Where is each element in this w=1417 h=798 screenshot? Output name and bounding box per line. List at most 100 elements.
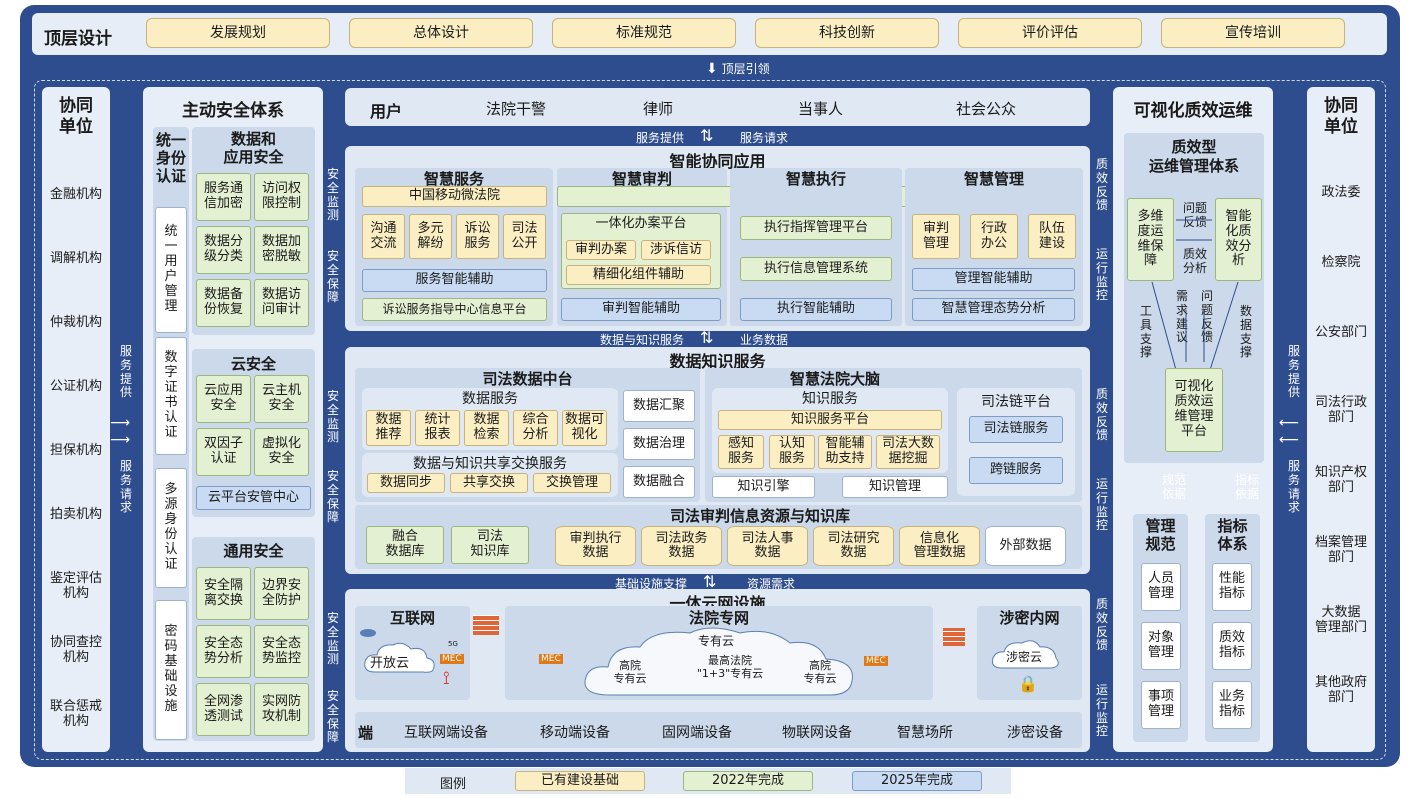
trial-platform-label: 一体化办案平台: [595, 216, 687, 231]
terminal-item: 固网端设备: [662, 725, 732, 741]
metrics-item: 业务 指标: [1212, 681, 1252, 729]
rules-item: 事项 管理: [1141, 681, 1181, 729]
metrics-item: 质效 指标: [1212, 622, 1252, 670]
side-left-monitor: 安 全 监 测: [326, 611, 339, 667]
cloud-item: 云主机 安全: [254, 375, 309, 423]
side-left-monitor: 安 全 监 测: [326, 389, 339, 445]
mgmt-analysis: 智慧管理态势分析: [912, 298, 1075, 321]
cloud-item: 双因子 认证: [196, 428, 251, 476]
library-data: 司法研究 数据: [813, 526, 894, 566]
side-right-feedback: 质 效 反 馈: [1095, 597, 1108, 653]
metrics-title: 指标 体系: [1217, 517, 1248, 553]
right-svc-request: 服 务 请 求: [1287, 459, 1300, 515]
side-right-ops: 运 行 监 控: [1095, 247, 1108, 303]
ops-title: 可视化质效运维: [1133, 101, 1253, 121]
general-item: 实网防 攻机制: [254, 683, 309, 736]
internet-title: 互联网: [389, 609, 435, 627]
flow3-left: 基础设施支撑: [615, 577, 688, 591]
left-arrow-left: ⟶: [110, 432, 131, 448]
exec-command: 执行指挥管理平台: [740, 216, 892, 240]
exec-title: 智慧执行: [785, 170, 846, 188]
data-side-item: 数据治理: [623, 428, 695, 460]
top-item: 标准规范: [552, 18, 736, 48]
legend-2022: 2022年完成: [683, 771, 813, 791]
share-title: 数据与知识共享交换服务: [413, 456, 567, 472]
side-right-feedback: 质 效 反 馈: [1095, 387, 1108, 443]
security-title: 主动安全体系: [182, 101, 284, 121]
users-band: [345, 88, 1090, 126]
coop-item: 金融机构: [49, 187, 102, 202]
cloud-security-center: 云平台安管中心: [196, 486, 311, 510]
coop-item: 大数据 管理部门: [1314, 605, 1367, 635]
main-dashed-region: [34, 80, 1386, 760]
service-item: 司法 公开: [503, 214, 546, 259]
data-svc-item: 数据 检索: [464, 410, 509, 446]
general-item: 安全态 势分析: [196, 625, 251, 678]
flow3-right: 资源需求: [747, 577, 796, 591]
brain-item: 认知 服务: [769, 435, 815, 469]
brain-title: 智慧法院大脑: [789, 370, 880, 388]
firewall-icon-1: [473, 615, 499, 635]
service-item: 多元 解纷: [409, 214, 452, 259]
ops-tool: 工 具 支 撑: [1139, 304, 1152, 360]
left-coop-panel: [42, 87, 110, 752]
mec-label-2: MEC: [539, 654, 563, 664]
coop-item: 协同查控 机构: [49, 635, 102, 665]
ops-basis1: 规范 依据: [1162, 473, 1187, 502]
ops-left-box: 多维 度运 维保 障: [1127, 198, 1174, 281]
ops-basis2: 指标 依据: [1235, 473, 1260, 502]
smart-service-title: 智慧服务: [423, 170, 484, 188]
flow2-left: 数据与知识服务: [600, 333, 685, 347]
brain-item: 司法大数 据挖掘: [876, 435, 940, 469]
data-side-item: 数据汇聚: [623, 390, 695, 422]
right-coop-title: 协同 单位: [1324, 96, 1358, 138]
ops-need: 需 求 建 议: [1175, 289, 1188, 345]
court-cloud-label: 最高法院 "1+3"专有云: [696, 654, 764, 680]
side-left-guard: 安 全 保 障: [326, 469, 339, 525]
terminal-box: [355, 712, 1082, 748]
data-app-title: 数据和 应用安全: [223, 130, 284, 166]
general-security-title: 通用安全: [223, 542, 284, 560]
coop-item: 联合惩戒 机构: [49, 699, 102, 729]
flow2-right: 业务数据: [740, 333, 789, 347]
side-left-guard: 安 全 保 障: [326, 249, 339, 305]
coop-item: 拍卖机构: [49, 507, 102, 522]
ks-title: 知识服务: [802, 391, 858, 407]
open-cloud-shape: [364, 642, 435, 673]
metrics-item: 性能 指标: [1212, 563, 1252, 611]
brain-item: 智能辅 助支持: [818, 435, 872, 469]
library-title: 司法审判信息资源与知识库: [669, 507, 850, 525]
trial-components: 精细化组件辅助: [566, 265, 711, 285]
side-left-guard: 安 全 保 障: [326, 689, 339, 745]
share-item: 共享交换: [450, 473, 528, 493]
cloud-item: 云应用 安全: [196, 375, 251, 423]
coop-item: 档案管理 部门: [1314, 535, 1367, 565]
top-guide-label: ⬇ 顶层引领: [706, 61, 770, 77]
share-item: 数据同步: [367, 473, 445, 493]
rules-item: 人员 管理: [1141, 563, 1181, 611]
ops-data: 数 据 支 撑: [1239, 304, 1252, 360]
cloud-item: 虚拟化 安全: [254, 428, 309, 476]
right-arrow-1: ⟵: [1279, 415, 1300, 431]
antenna-icon: ⟟: [443, 668, 450, 689]
brain-item: 感知 服务: [718, 435, 764, 469]
coop-item: 调解机构: [49, 251, 102, 266]
data-svc-item: 数据 推荐: [366, 410, 411, 446]
users-title: 用户: [370, 102, 403, 121]
open-cloud-label: 开放云: [370, 656, 410, 671]
library-db: 司法 知识库: [451, 526, 529, 564]
ops-platform: 可视化 质效运 维管理 平台: [1165, 368, 1223, 452]
top-item: 总体设计: [349, 18, 533, 48]
rules-item: 对象 管理: [1141, 622, 1181, 670]
library-data: 司法人事 数据: [727, 526, 808, 566]
data-middle-title: 司法数据中台: [482, 370, 573, 388]
secret-net-title: 涉密内网: [999, 609, 1060, 627]
trial-title: 智慧审判: [611, 170, 672, 188]
side-right-feedback: 质 效 反 馈: [1095, 157, 1108, 213]
library-data: 审判执行 数据: [555, 526, 636, 566]
mgmt-title: 智慧管理: [963, 170, 1024, 188]
chain-service: 司法链服务: [969, 416, 1063, 443]
mgmt-item: 行政 办公: [970, 214, 1018, 259]
mobile-court: 中国移动微法院: [362, 186, 547, 207]
user-label: 社会公众: [956, 100, 1017, 118]
